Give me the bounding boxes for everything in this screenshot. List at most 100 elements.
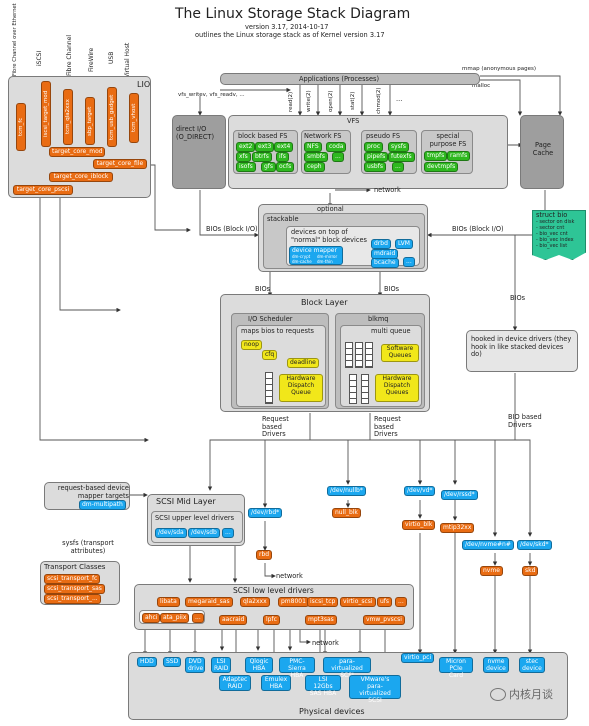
multi-queue-box: multi queue Software Queues Hardware Dis… bbox=[340, 325, 422, 407]
special-fs-box: special purpose FS tmpfs ramfs devtmpfs bbox=[421, 130, 473, 174]
label-fcoe: Fibre Channel over Ethernet bbox=[12, 3, 18, 76]
phys-stec-device: stec device bbox=[519, 657, 545, 673]
fs-pipefs: pipefs bbox=[364, 152, 389, 162]
label-network-vfs: network bbox=[374, 186, 401, 194]
lio-title: LIO bbox=[137, 80, 151, 89]
phys-micron-pcie: Micron PCIe Card bbox=[439, 657, 473, 679]
stackable-box: stackable devices on top of "normal" blo… bbox=[263, 213, 425, 269]
scsi-mid-layer-box: SCSI Mid Layer SCSI upper level drivers … bbox=[147, 494, 245, 546]
blkmq-box: blkmq multi queue Software Queues Hardwa… bbox=[335, 313, 425, 409]
vfs-box: VFS block based FS ext2 ext3 ext4 xfs bt… bbox=[228, 115, 508, 189]
dev-sdb: /dev/sdb bbox=[188, 528, 220, 538]
fs-btrfs: btrfs bbox=[252, 152, 272, 162]
syscall-chmod: chmod(2) bbox=[376, 87, 382, 114]
rbd-network-label: network bbox=[276, 572, 303, 580]
transport-more: scsi_transport_... bbox=[44, 594, 101, 604]
devices-on-top-label: devices on top of "normal" block devices bbox=[291, 228, 367, 244]
watermark: 内核月谈 bbox=[490, 686, 553, 702]
stackable-label: stackable bbox=[267, 215, 299, 223]
software-queue-stack-1 bbox=[345, 342, 353, 368]
dev-sd-more: ... bbox=[222, 528, 234, 538]
io-scheduler-title: I/O Scheduler bbox=[248, 315, 293, 323]
physical-devices-title: Physical devices bbox=[299, 707, 365, 716]
fs-sysfs: sysfs bbox=[388, 142, 410, 152]
transport-fc: scsi_transport_fc bbox=[44, 574, 101, 584]
phys-virtio-pci: virtio_pci bbox=[401, 653, 435, 663]
ll-libata: libata bbox=[157, 597, 180, 607]
scsi-upper-box: SCSI upper level drivers /dev/sda /dev/s… bbox=[151, 511, 243, 543]
fs-xfs: xfs bbox=[236, 152, 251, 162]
dm-targets-label: request-based device mapper targets bbox=[57, 484, 129, 500]
hardware-dispatch-queues: Hardware Dispatch Queues bbox=[375, 374, 419, 402]
phys-adaptec-raid: Adaptec RAID bbox=[219, 675, 251, 691]
scsi-low-level-title: SCSI low level drivers bbox=[233, 586, 314, 595]
label-usb: USB bbox=[108, 51, 115, 64]
optional-title: optional bbox=[317, 205, 344, 213]
ll-pm8001: pm8001 bbox=[278, 597, 309, 607]
software-queues: Software Queues bbox=[381, 344, 419, 362]
lio-target-core-pscsi: target_core_pscsi bbox=[13, 185, 73, 195]
dev-skd: /dev/skd* bbox=[517, 540, 552, 550]
block-layer-box: Block Layer I/O Scheduler maps bios to r… bbox=[220, 294, 430, 412]
sched-cfq: cfq bbox=[262, 350, 278, 360]
fs-nfs: NFS bbox=[304, 142, 322, 152]
dev-vd: /dev/vd* bbox=[404, 486, 436, 496]
transport-sas: scsi_transport_sas bbox=[44, 584, 105, 594]
dev-rssd: /dev/rssd* bbox=[441, 490, 478, 500]
phys-vmware-scsi: VMware's para-virtualized SCSI bbox=[349, 675, 401, 704]
watermark-text: 内核月谈 bbox=[509, 688, 553, 701]
maps-bios-label: maps bios to requests bbox=[241, 327, 314, 335]
io-scheduler-box: I/O Scheduler maps bios to requests noop… bbox=[231, 313, 329, 409]
ll-ata-more: ... bbox=[192, 613, 204, 623]
dm-multipath: dm-multipath bbox=[79, 500, 126, 510]
struct-bio-title: struct bio bbox=[536, 211, 568, 219]
ll-virtio-scsi: virtio_scsi bbox=[340, 597, 376, 607]
dm-target-4: dm-thin bbox=[317, 259, 333, 264]
block-layer-title: Block Layer bbox=[301, 298, 348, 307]
phys-ssd: SSD bbox=[163, 657, 182, 667]
ll-ufs: ufs bbox=[377, 597, 393, 607]
syscall-more: ... bbox=[396, 95, 403, 103]
applications-label: Applications (Processes) bbox=[299, 75, 380, 83]
hw-queue-stack-1 bbox=[349, 374, 357, 404]
ll-more: ... bbox=[395, 597, 407, 607]
libata-sub-box: ahci ata_piix ... bbox=[139, 610, 205, 624]
phys-lsi-raid: LSI RAID bbox=[211, 657, 231, 673]
hardware-dispatch-queue: Hardware Dispatch Queue bbox=[279, 374, 323, 402]
struct-bio-item-4: - bio_vec index bbox=[536, 237, 574, 243]
struct-bio-item-5: - bio_vec list bbox=[536, 243, 568, 249]
syscall-stat: stat(2) bbox=[350, 91, 356, 110]
sched-deadline: deadline bbox=[287, 358, 319, 368]
dev-nullb: /dev/nullb* bbox=[327, 486, 366, 496]
block-fs-title: block based FS bbox=[238, 132, 288, 140]
syscall-write: write(2) bbox=[306, 90, 312, 112]
transport-classes-title: Transport Classes bbox=[44, 563, 106, 571]
phys-lsi-sas-hba: LSI 12Gbs SAS HBA bbox=[305, 675, 341, 697]
fs-ifs: ifs bbox=[276, 152, 289, 162]
opt-drbd: drbd bbox=[371, 239, 391, 249]
bios-label-block-right: BIOs bbox=[384, 285, 400, 293]
opt-bcache: bcache bbox=[371, 258, 399, 268]
opt-device-mapper: device mapper bbox=[289, 246, 343, 265]
lio-tcm-vhost: tcm_vhost bbox=[129, 93, 139, 143]
nvme-driver: nvme bbox=[480, 566, 503, 576]
maps-bios-box: maps bios to requests noop cfq deadline … bbox=[236, 325, 326, 407]
fs-usbfs: usbfs bbox=[364, 162, 386, 172]
lio-tcm-fc: tcm_fc bbox=[16, 103, 26, 151]
dev-nvme: /dev/nvme#n# bbox=[462, 540, 514, 550]
phys-paravirt-scsi: para-virtualized SCSI bbox=[323, 657, 371, 679]
lio-box: LIO tcm_fc iscsi_target_mod tcm_qla2xxx … bbox=[8, 76, 151, 198]
hooked-drivers-box: hooked in device drivers (they hook in l… bbox=[466, 330, 578, 372]
diagram-subtitle: outlines the Linux storage stack as of K… bbox=[195, 31, 385, 39]
phys-pmc-sierra: PMC-Sierra HBA bbox=[279, 657, 315, 679]
fs-pseudo-more: ... bbox=[392, 162, 404, 172]
opt-lvm: LVM bbox=[395, 239, 413, 249]
software-queue-stack-3 bbox=[365, 342, 373, 368]
sched-noop: noop bbox=[241, 340, 262, 350]
bio-drivers-label: BIO based Drivers bbox=[508, 413, 542, 429]
lio-target-core-mod: target_core_mod bbox=[49, 147, 105, 157]
lio-target-core-file: target_core_file bbox=[93, 159, 147, 169]
devices-on-top-box: devices on top of "normal" block devices… bbox=[286, 226, 420, 268]
sysfs-label: sysfs (transport attributes) bbox=[62, 539, 114, 555]
direct-io-box: direct I/O (O_DIRECT) bbox=[172, 115, 226, 189]
